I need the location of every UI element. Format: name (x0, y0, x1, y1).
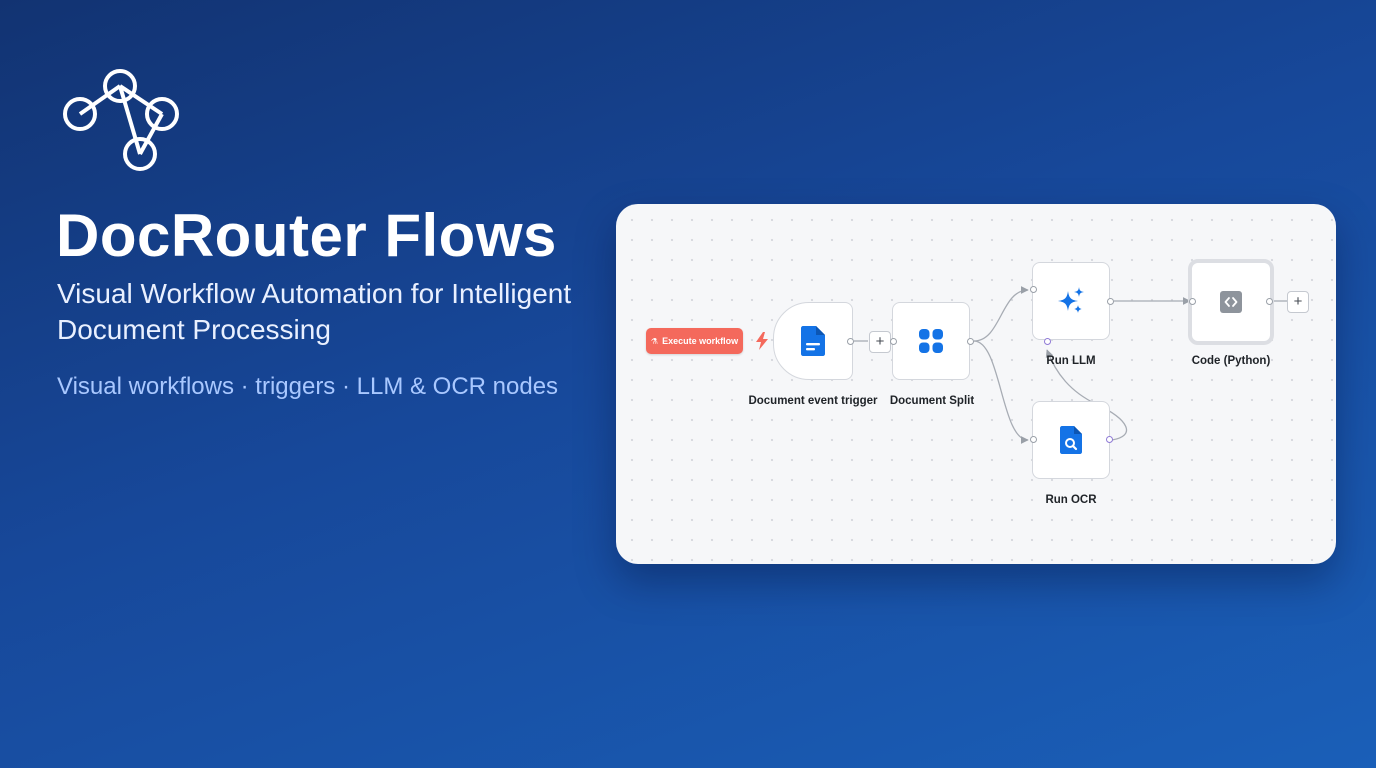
node-document-event-trigger[interactable] (773, 302, 853, 380)
workflow-canvas[interactable]: ⚗ Execute workflow + Document event trig… (616, 204, 1336, 564)
llm-input-port[interactable] (1030, 286, 1037, 293)
document-icon (801, 326, 825, 356)
node-label-run-llm: Run LLM (1046, 355, 1096, 367)
edge-split-llm (973, 286, 1029, 342)
workflow-edges (854, 286, 1288, 444)
execute-workflow-button[interactable]: ⚗ Execute workflow (646, 328, 743, 354)
node-run-ocr[interactable] (1032, 401, 1110, 479)
add-node-button[interactable]: + (869, 331, 891, 353)
llm-output-port[interactable] (1107, 298, 1114, 305)
feature-tagline: Visual workflows · triggers · LLM & OCR … (57, 373, 559, 400)
sparkles-icon (1058, 287, 1084, 313)
node-code-python[interactable] (1188, 259, 1274, 345)
flask-icon: ⚗ (650, 336, 659, 346)
code-icon (1220, 291, 1242, 313)
edge-split-ocr (973, 340, 1029, 444)
ocr-input-port[interactable] (1030, 436, 1037, 443)
node-label-code-python: Code (Python) (1191, 355, 1271, 367)
page-subtitle: Visual Workflow Automation for Intellige… (57, 278, 572, 345)
ocr-output-port[interactable] (1106, 436, 1113, 443)
node-label-document-split: Document Split (889, 395, 975, 407)
trigger-output-port[interactable] (847, 338, 854, 345)
llm-tool-port[interactable] (1044, 338, 1051, 345)
node-run-llm[interactable] (1032, 262, 1110, 340)
split-input-port[interactable] (890, 338, 897, 345)
node-document-split[interactable] (892, 302, 970, 380)
page-title: DocRouter Flows (56, 202, 557, 269)
code-input-port[interactable] (1189, 298, 1196, 305)
node-label-document-event-trigger: Document event trigger (748, 395, 878, 407)
node-label-run-ocr: Run OCR (1045, 494, 1097, 506)
split-output-port[interactable] (967, 338, 974, 345)
lightning-icon (756, 332, 768, 350)
add-node-after-code-button[interactable]: + (1287, 291, 1309, 313)
docrouter-logo-icon (63, 69, 179, 171)
document-search-icon (1060, 426, 1082, 454)
execute-workflow-label: Execute workflow (662, 336, 739, 346)
code-output-port[interactable] (1266, 298, 1273, 305)
grid-icon (919, 329, 943, 353)
